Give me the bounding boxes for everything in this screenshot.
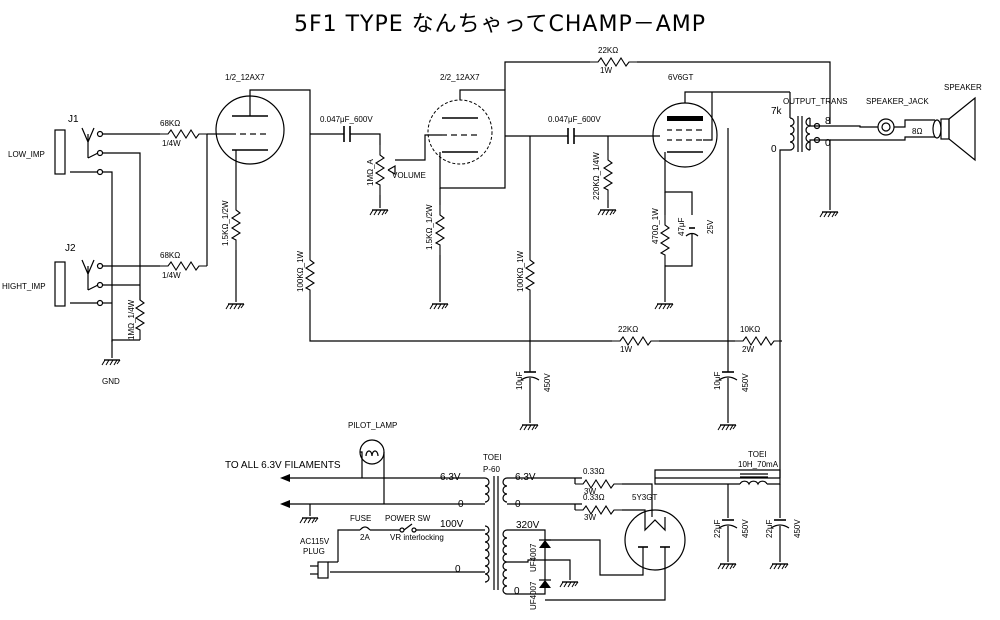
ot-0b-label: 0 [825, 138, 831, 149]
c1-label: 0.047μF_600V [320, 115, 373, 124]
hight-imp-label: HIGHT_IMP [2, 282, 46, 291]
ot-7k-label: 7k [771, 106, 783, 117]
c-k3-value: 47μF [677, 217, 686, 236]
power-transformer: TOEI P-60 [483, 453, 508, 595]
ot-8-label: 8 [825, 116, 831, 127]
v100-label: 100V [440, 519, 464, 530]
r-fb-value: 22KΩ [598, 46, 618, 55]
c-f1-volt: 450V [543, 373, 552, 392]
schematic-title: 5F1 TYPE なんちゃってCHAMP－AMP [293, 12, 707, 37]
r-fb-watt: 1W [600, 66, 612, 75]
ot-0-label: 0 [771, 144, 777, 155]
r-k2-label: 1.5KΩ_1/2W [425, 204, 434, 250]
r-dec2-watt: 2W [742, 345, 754, 354]
d1-label: UF4007 [529, 543, 538, 572]
ac-label: AC115V [300, 537, 330, 546]
speaker-icon: SPEAKER [940, 83, 982, 162]
output-transformer: OUTPUT_TRANS 7k 0 8 0 [771, 97, 847, 155]
v3-label: 6V6GT [668, 73, 693, 82]
v0a-label: 0 [458, 499, 464, 510]
speaker-jack-label: SPEAKER_JACK [866, 97, 929, 106]
d2-label: UF4007 [529, 581, 538, 610]
input-jack-j1: J1 LOW_IMP [8, 114, 104, 176]
rectifier-tube: 5Y3GT [624, 493, 686, 571]
pt-model-label: P-60 [483, 465, 500, 474]
r-grid-label: 220KΩ_1/4W [592, 152, 601, 200]
tube-v3: 6V6GT [652, 73, 718, 168]
v63a-label: 6.3V [440, 472, 461, 483]
volume-label: VOLUME [392, 171, 426, 180]
r-k1-label: 1.5KΩ_1/2W [221, 200, 230, 246]
fuse-label: FUSE [350, 514, 371, 523]
c-f1-value: 10μF [515, 371, 524, 390]
r-dec2-value: 10KΩ [740, 325, 760, 334]
c-k3-volt: 25V [706, 219, 715, 234]
pilot-lamp: PILOT_LAMP [348, 421, 397, 465]
j2-label: J2 [65, 243, 76, 254]
v1-label: 1/2_12AX7 [225, 73, 265, 82]
r-1m-label: 1MΩ_1/4W [127, 299, 136, 340]
r-h1-value: 0.33Ω [583, 467, 605, 476]
c-r2-value: 22μF [765, 519, 774, 538]
pilot-lamp-label: PILOT_LAMP [348, 421, 397, 430]
r-p1-label: 100KΩ_1W [296, 250, 305, 292]
r-k3-label: 470Ω_1W [651, 208, 660, 244]
c-r2-volt: 450V [793, 519, 802, 538]
r-dec1-value: 22KΩ [618, 325, 638, 334]
r-p2-label: 100KΩ_1W [516, 250, 525, 292]
c2-label: 0.047μF_600V [548, 115, 601, 124]
r-h2-value: 0.33Ω [583, 493, 605, 502]
choke-label: 10H_70mA [738, 460, 779, 469]
c-r1-value: 22μF [713, 519, 722, 538]
input-jack-j2: J2 HIGHT_IMP [2, 243, 104, 307]
speaker-label: SPEAKER [944, 83, 982, 92]
fuse-value: 2A [360, 533, 370, 542]
vr-interlock-label: VR interlocking [390, 533, 444, 542]
v320-label: 320V [516, 520, 540, 531]
power-sw-label: POWER SW [385, 514, 431, 523]
plug-label: PLUG [303, 547, 325, 556]
v0-primary-label: 0 [455, 564, 461, 575]
low-imp-label: LOW_IMP [8, 150, 45, 159]
filaments-label: TO ALL 6.3V FILAMENTS [225, 460, 341, 471]
r-dec1-watt: 1W [620, 345, 632, 354]
r-in1-value: 68KΩ [160, 119, 180, 128]
rectifier-label: 5Y3GT [632, 493, 657, 502]
r-in2-value: 68KΩ [160, 251, 180, 260]
choke-maker-label: TOEI [748, 450, 767, 459]
pt-maker-label: TOEI [483, 453, 502, 462]
ac-plug-icon [310, 561, 329, 579]
volume-value: 1MΩ_A [366, 158, 375, 186]
r-in1-watt: 1/4W [162, 139, 181, 148]
c-f2-value: 10μF [713, 371, 722, 390]
r-in2-watt: 1/4W [162, 271, 181, 280]
tube-v2: 2/2_12AX7 [427, 73, 493, 165]
c-f2-volt: 450V [741, 373, 750, 392]
v2-label: 2/2_12AX7 [440, 73, 480, 82]
v0c-label: 0 [514, 586, 520, 597]
tube-v1: 1/2_12AX7 [215, 73, 285, 165]
j1-label: J1 [68, 114, 79, 125]
r-h2-watt: 3W [584, 513, 596, 522]
speaker-ohm-label: 8Ω [912, 127, 922, 136]
r-h1-watt: 3W [584, 487, 596, 496]
gnd-label: GND [102, 377, 120, 386]
choke: TOEI 10H_70mA [738, 450, 779, 486]
ot-label: OUTPUT_TRANS [783, 97, 847, 106]
c-r1-volt: 450V [741, 519, 750, 538]
